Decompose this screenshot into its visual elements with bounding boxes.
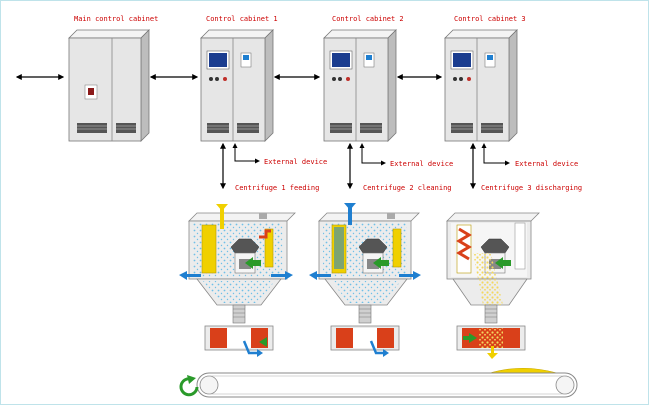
discharge-arrow-icon [179, 271, 293, 357]
main-cabinet-label: Main control cabinet [74, 15, 158, 23]
vertical-link-arrows [220, 142, 476, 190]
cabinet-2-label: Control cabinet 2 [332, 15, 404, 23]
centrifuge-3 [446, 212, 540, 351]
rotation-arrow-icon [245, 257, 267, 347]
cabinet-3-label: Control cabinet 3 [454, 15, 526, 23]
step-2-label: Centrifuge 2 cleaning [363, 184, 452, 192]
control-cabinet-1 [200, 29, 274, 142]
control-cabinet-3 [444, 29, 518, 142]
centrifuge-1 [188, 212, 296, 351]
external-device-1-label: External device [264, 158, 327, 166]
external-device-2-label: External device [390, 160, 453, 168]
feed-arrow-icon [216, 204, 228, 229]
rotation-arrow-icon [373, 257, 389, 269]
step-3-label: Centrifuge 3 discharging [481, 184, 582, 192]
control-cabinet-2 [323, 29, 397, 142]
external-device-connectors [232, 143, 510, 166]
rotation-arrow-icon [179, 375, 199, 397]
conveyor-belt [196, 367, 578, 398]
cabinet-1-label: Control cabinet 1 [206, 15, 278, 23]
rotation-arrow-icon [463, 257, 511, 343]
cleaning-feed-arrow-icon [344, 203, 356, 225]
external-device-3-label: External device [515, 160, 578, 168]
discharge-arrow-icon [487, 346, 498, 359]
discharge-arrow-icon [309, 271, 421, 357]
step-1-label: Centrifuge 1 feeding [235, 184, 319, 192]
main-control-cabinet [68, 29, 150, 142]
centrifuge-2 [318, 212, 420, 351]
